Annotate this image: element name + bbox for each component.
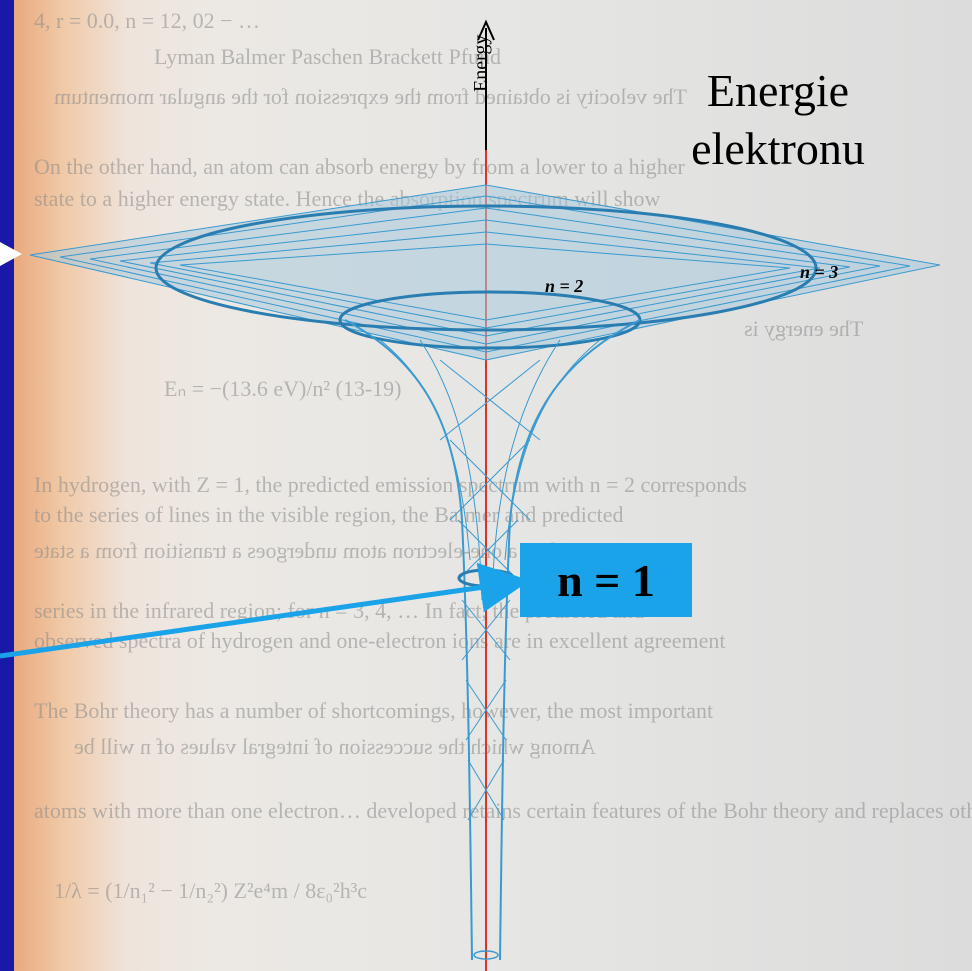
- level-label-n2: n = 2: [545, 276, 583, 297]
- n1-callout-badge: n = 1: [520, 543, 692, 617]
- callout-arrow: [0, 584, 505, 656]
- slide-title: Energie elektronu: [648, 62, 908, 177]
- level-label-n3: n = 3: [800, 262, 838, 283]
- left-pointer-arrow: [0, 242, 22, 266]
- energy-axis-label: Energy: [470, 35, 493, 92]
